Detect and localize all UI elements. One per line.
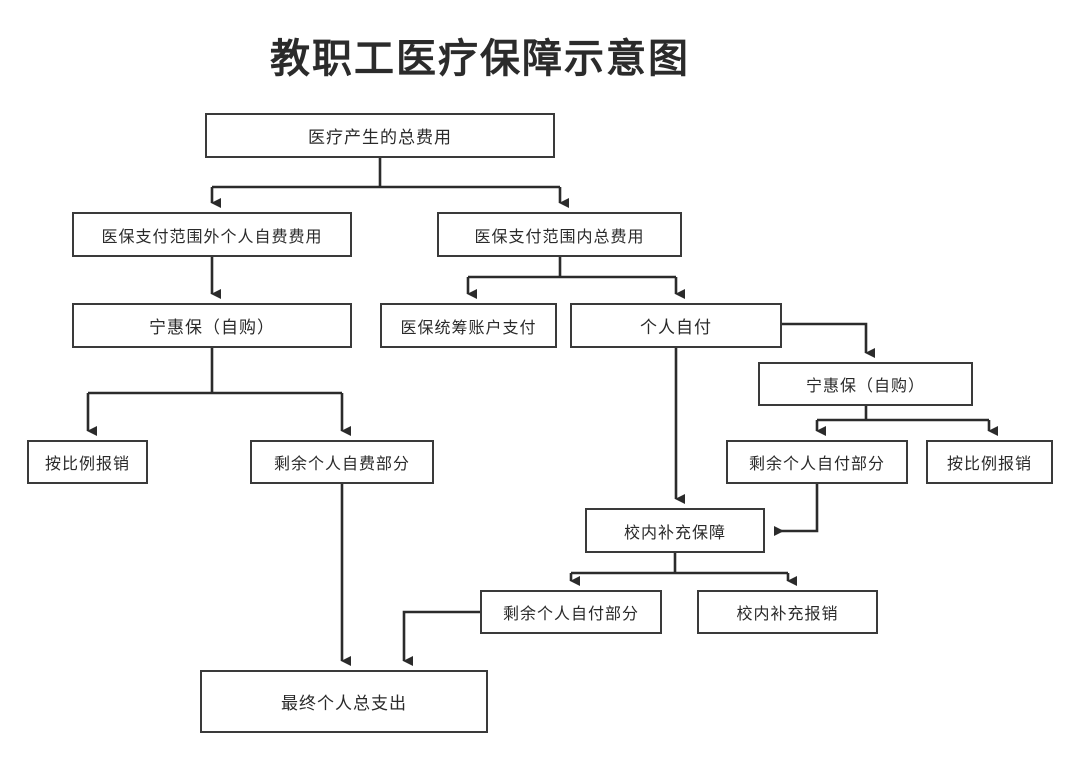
node-label: 医保支付范围内总费用	[474, 228, 645, 246]
node-out-of-scope[interactable]: 医保支付范围外个人自费费用	[72, 212, 352, 257]
node-final-total-expense[interactable]: 最终个人总支出	[200, 670, 488, 733]
node-label: 宁惠保（自购）	[149, 318, 275, 337]
node-campus-reimbursement[interactable]: 校内补充报销	[697, 590, 878, 634]
node-campus-supplement[interactable]: 校内补充保障	[585, 508, 765, 553]
node-label: 医疗产生的总费用	[308, 128, 452, 147]
node-remaining-self-fee[interactable]: 剩余个人自费部分	[250, 440, 434, 484]
node-label: 个人自付	[640, 318, 712, 337]
node-label: 剩余个人自付部分	[748, 456, 885, 473]
node-label: 校内补充报销	[736, 606, 839, 623]
node-total-cost[interactable]: 医疗产生的总费用	[205, 113, 555, 158]
node-remaining-self-pay[interactable]: 剩余个人自付部分	[726, 440, 908, 484]
node-ninghuibao-right[interactable]: 宁惠保（自购）	[758, 362, 973, 406]
node-pooled-account[interactable]: 医保统筹账户支付	[380, 303, 557, 348]
node-label: 按比例报销	[44, 456, 130, 473]
node-label: 医保支付范围外个人自费费用	[101, 228, 323, 246]
edge-self-pay-to-ninghuibao-right	[782, 322, 875, 358]
node-in-scope[interactable]: 医保支付范围内总费用	[437, 212, 682, 257]
node-label: 剩余个人自付部分	[502, 606, 639, 623]
node-ninghuibao-left[interactable]: 宁惠保（自购）	[72, 303, 352, 348]
node-label: 宁惠保（自购）	[805, 378, 925, 395]
edge-remaining-self-pay2-to-final-total	[402, 610, 480, 666]
node-remaining-self-pay-2[interactable]: 剩余个人自付部分	[480, 590, 662, 634]
node-label: 最终个人总支出	[281, 694, 407, 713]
node-label: 医保统筹账户支付	[400, 319, 537, 337]
node-proportional-reimbursement-right[interactable]: 按比例报销	[926, 440, 1053, 484]
node-label: 按比例报销	[946, 456, 1032, 473]
node-proportional-reimbursement-left[interactable]: 按比例报销	[27, 440, 148, 484]
node-self-pay[interactable]: 个人自付	[570, 303, 782, 348]
node-label: 校内补充保障	[623, 524, 726, 542]
edge-remaining-self-pay-to-campus-supplement	[774, 484, 819, 536]
page-title: 教职工医疗保障示意图	[270, 36, 690, 82]
node-label: 剩余个人自费部分	[273, 456, 410, 473]
